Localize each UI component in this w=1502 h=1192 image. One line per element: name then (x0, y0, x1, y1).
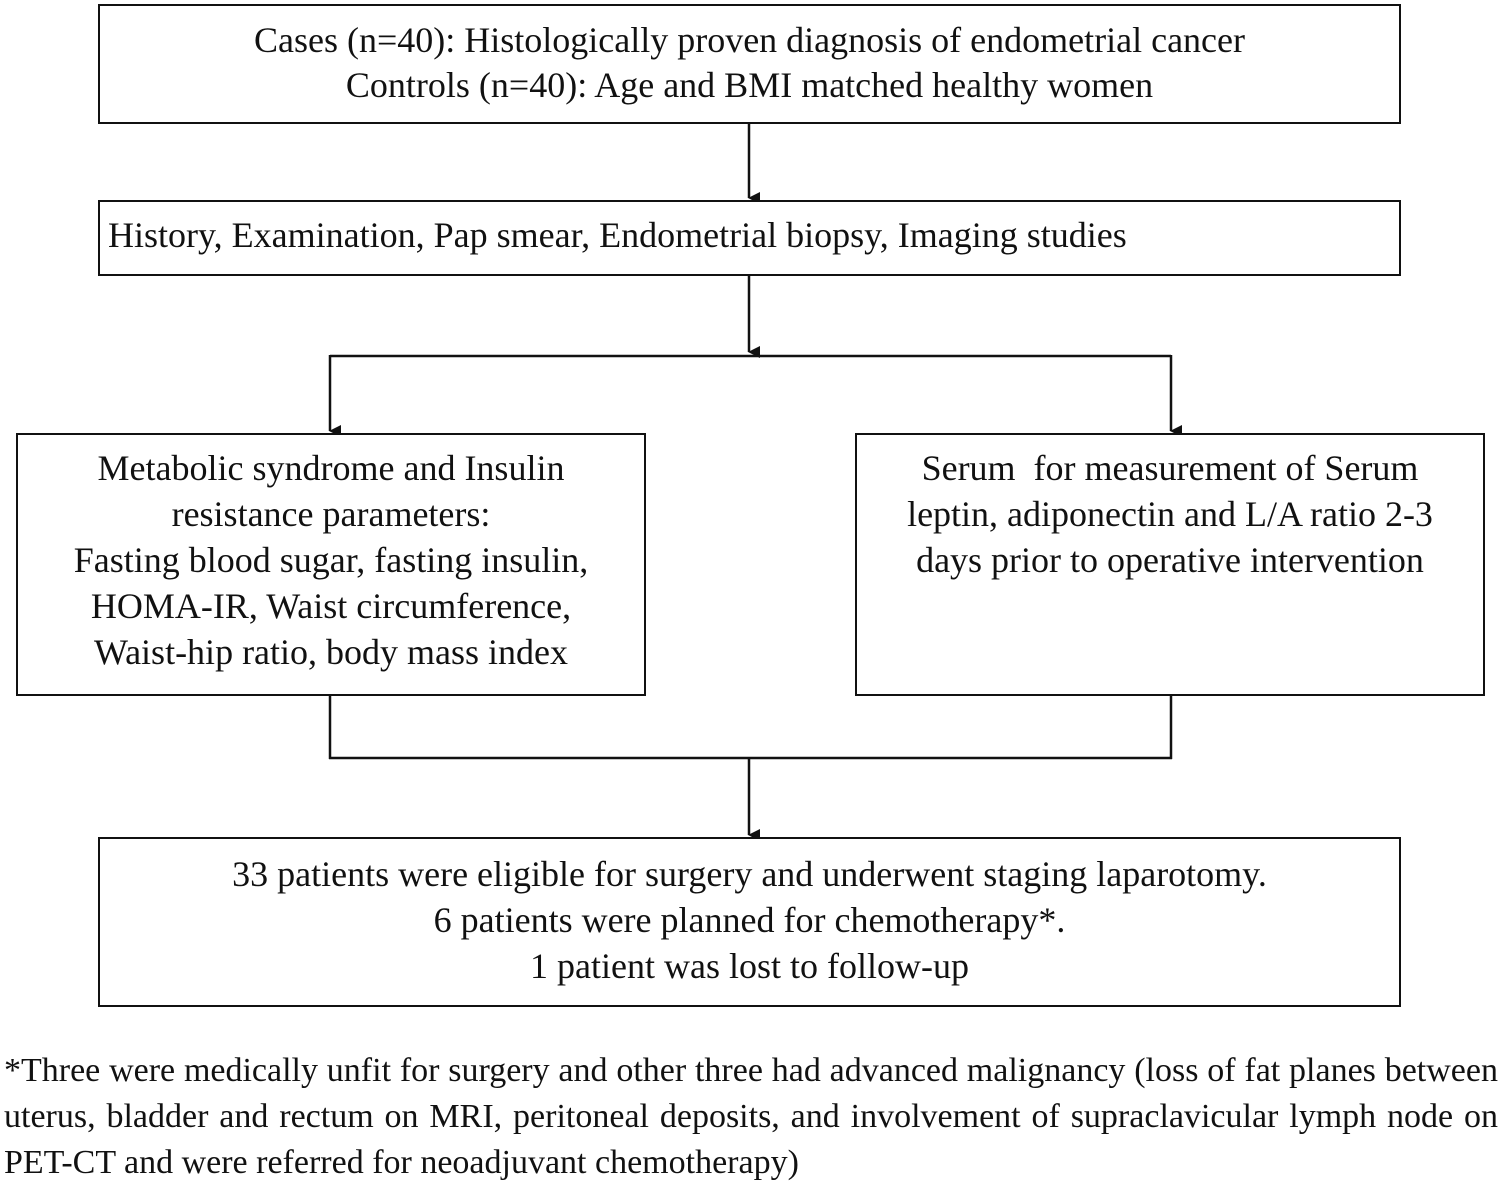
enrollment-box: Cases (n=40): Histologically proven diag… (98, 4, 1401, 124)
outcome-lost-line: 1 patient was lost to follow-up (530, 946, 969, 986)
serum-measurement-box: Serum for measurement of Serum leptin, a… (855, 433, 1485, 696)
outcome-box: 33 patients were eligible for surgery an… (98, 837, 1401, 1007)
controls-line: Controls (n=40): Age and BMI matched hea… (345, 65, 1154, 105)
serum-line-1: Serum for measurement of Serum (921, 448, 1419, 488)
workup-line: History, Examination, Pap smear, Endomet… (108, 215, 1127, 255)
outcome-chemo-line: 6 patients were planned for chemotherapy… (433, 900, 1066, 940)
metabolic-line-1: Metabolic syndrome and Insulin (97, 448, 565, 488)
serum-line-3: days prior to operative intervention (916, 540, 1424, 580)
serum-line-2: leptin, adiponectin and L/A ratio 2-3 (907, 494, 1433, 534)
metabolic-line-5: Waist-hip ratio, body mass index (93, 632, 569, 672)
cases-line: Cases (n=40): Histologically proven diag… (253, 20, 1246, 60)
footnote: *Three were medically unfit for surgery … (4, 1052, 1498, 1181)
metabolic-line-3: Fasting blood sugar, fasting insulin, (73, 540, 589, 580)
outcome-surgery-line: 33 patients were eligible for surgery an… (232, 854, 1267, 894)
workup-box: History, Examination, Pap smear, Endomet… (98, 200, 1401, 276)
metabolic-line-4: HOMA-IR, Waist circumference, (90, 586, 572, 626)
metabolic-parameters-box: Metabolic syndrome and Insulin resistanc… (16, 433, 646, 696)
metabolic-line-2: resistance parameters: (171, 494, 491, 534)
